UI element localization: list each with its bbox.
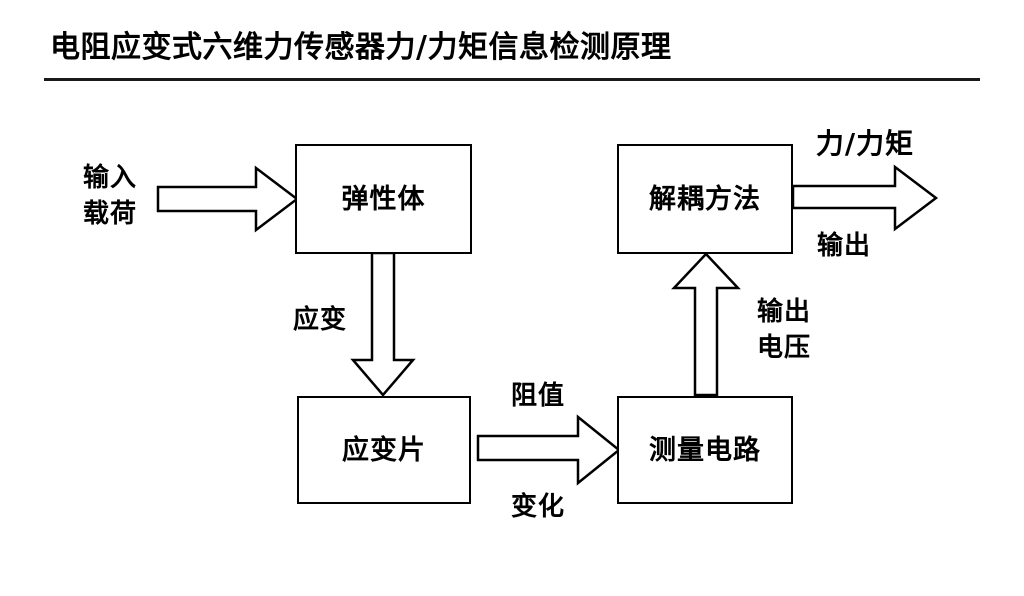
input-load-label: 输入 载荷 <box>64 160 156 232</box>
input-load-line2: 载荷 <box>82 199 137 229</box>
box-strain-gauge-label: 应变片 <box>342 434 426 466</box>
input-load-line1: 输入 <box>82 163 137 193</box>
output-voltage-line2: 电压 <box>756 333 811 363</box>
output-voltage-line1: 输出 <box>756 297 811 327</box>
arrow-input-to-elastic-body <box>156 165 300 233</box>
arrow-measurement-circuit-to-decoupling <box>671 252 741 397</box>
title-divider <box>44 78 980 81</box>
box-elastic-body-label: 弹性体 <box>341 183 426 215</box>
output-voltage-label: 输出 电压 <box>738 294 830 366</box>
box-elastic-body: 弹性体 <box>295 144 472 254</box>
arrow-strain-gauge-to-measurement-circuit <box>476 414 621 486</box>
box-decoupling-method: 解耦方法 <box>617 144 793 254</box>
force-torque-label: 力/力矩 <box>815 127 915 160</box>
box-strain-gauge: 应变片 <box>297 396 471 504</box>
box-measurement-circuit-label: 测量电路 <box>649 434 761 466</box>
page-title: 电阻应变式六维力传感器力/力矩信息检测原理 <box>50 30 672 65</box>
resistance-change-bottom-label: 变化 <box>510 492 565 522</box>
box-measurement-circuit: 测量电路 <box>617 396 793 504</box>
output-label: 输出 <box>816 231 871 261</box>
strain-label: 应变 <box>292 305 347 335</box>
arrow-elastic-body-to-strain-gauge <box>350 252 416 397</box>
box-decoupling-method-label: 解耦方法 <box>649 183 761 215</box>
arrow-decoupling-to-output <box>791 164 939 232</box>
resistance-change-top-label: 阻值 <box>510 381 565 411</box>
